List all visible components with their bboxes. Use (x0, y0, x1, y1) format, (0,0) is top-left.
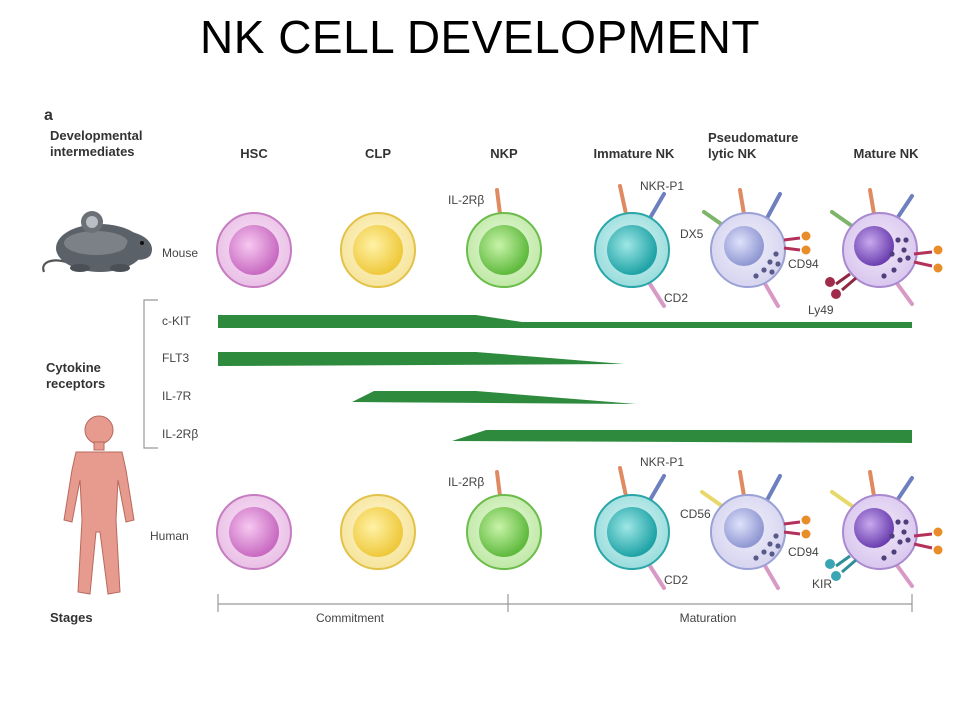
page-title: NK CELL DEVELOPMENT (200, 11, 760, 63)
human-icon (63, 415, 135, 595)
human-nkp-cell (466, 470, 542, 570)
marker-cd94-human: CD94 (788, 545, 819, 559)
stages-timeline (217, 594, 913, 612)
row-header-receptors: receptors (46, 376, 105, 391)
cytokine-bracket (143, 299, 158, 449)
marker-ly49: Ly49 (808, 303, 834, 317)
human-clp-cell (340, 494, 416, 570)
human-mature-nk-cell (825, 470, 943, 588)
panel-label: a (44, 107, 53, 124)
species-human-label: Human (150, 529, 189, 543)
human-immature-nk-cell (594, 466, 670, 590)
marker-nkrp1-human: NKR-P1 (640, 455, 684, 469)
row-header-stages: Stages (50, 610, 93, 625)
stage-hsc-label: HSC (240, 146, 268, 161)
il2rb-expression-bar (452, 430, 912, 443)
marker-cd94-mouse: CD94 (788, 257, 819, 271)
stage-pseudo-label-1: Pseudomature (708, 130, 798, 145)
mouse-immature-nk-cell (594, 184, 670, 308)
stage-mature-label: Mature NK (853, 146, 919, 161)
human-hsc-cell (216, 494, 292, 570)
row-header-developmental: Developmental (50, 128, 142, 143)
cytokine-il7r-label: IL-7R (162, 389, 192, 403)
row-header-cytokine: Cytokine (46, 360, 101, 375)
species-mouse-label: Mouse (162, 246, 198, 260)
cytokine-ckit-label: c-KIT (162, 314, 191, 328)
marker-cd2-human: CD2 (664, 573, 688, 587)
mouse-icon (42, 211, 152, 273)
stage-nkp-label: NKP (490, 146, 518, 161)
cytokine-il2rb-label: IL-2Rβ (162, 427, 198, 441)
phase-commitment-label: Commitment (316, 611, 385, 625)
il7r-expression-bar (352, 391, 636, 404)
marker-kir: KIR (812, 577, 832, 591)
mouse-nkp-cell (466, 188, 542, 288)
mouse-hsc-cell (216, 212, 292, 288)
flt3-expression-bar (218, 352, 624, 366)
stage-clp-label: CLP (365, 146, 391, 161)
ckit-expression-bar (218, 315, 912, 328)
marker-cd56: CD56 (680, 507, 711, 521)
phase-maturation-label: Maturation (680, 611, 737, 625)
stage-pseudo-label-2: lytic NK (708, 146, 757, 161)
marker-cd2-mouse: CD2 (664, 291, 688, 305)
human-pseudomature-nk-cell (700, 470, 811, 590)
row-header-intermediates: intermediates (50, 144, 135, 159)
stage-immature-label: Immature NK (594, 146, 676, 161)
mouse-pseudomature-nk-cell (702, 188, 811, 308)
marker-dx5: DX5 (680, 227, 704, 241)
marker-nkrp1-mouse: NKR-P1 (640, 179, 684, 193)
cytokine-flt3-label: FLT3 (162, 351, 189, 365)
mouse-mature-nk-cell (825, 188, 943, 306)
marker-il2rb-mouse: IL-2Rβ (448, 193, 484, 207)
marker-il2rb-human: IL-2Rβ (448, 475, 484, 489)
mouse-clp-cell (340, 212, 416, 288)
